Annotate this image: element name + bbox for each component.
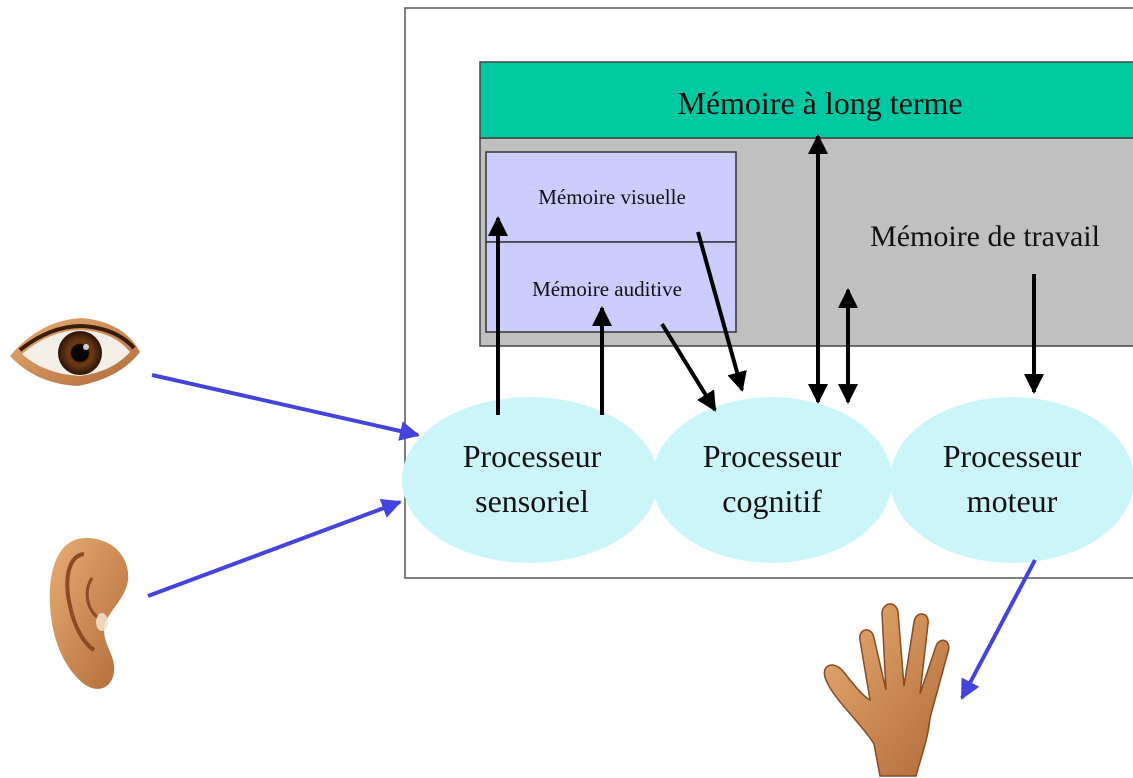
cognitive-processor <box>652 397 892 563</box>
long-term-memory-box <box>479 61 1133 139</box>
motor-processor-line2: moteur <box>967 483 1058 519</box>
motor-processor <box>890 397 1133 563</box>
auditory-memory-label: Mémoire auditive <box>532 277 682 301</box>
arrow-ear-to-sensory <box>147 498 402 598</box>
arrow-eye-to-sensory <box>151 373 420 441</box>
cognitive-processor-line1: Processeur <box>703 438 842 474</box>
arrow-visual-to-cognitive <box>696 231 747 392</box>
sensory-processor-line2: sensoriel <box>475 483 589 519</box>
arrow-motor-to-hand <box>960 559 1037 700</box>
flow-arrows <box>488 134 1044 415</box>
io-arrows <box>147 373 1037 700</box>
hand-icon <box>823 603 950 777</box>
motor-processor-line1: Processeur <box>943 438 1082 474</box>
ear-icon <box>49 538 129 689</box>
visual-memory-box <box>485 151 737 243</box>
arrow-auditory-to-cognitive <box>660 322 717 412</box>
visual-memory-label: Mémoire visuelle <box>538 185 686 209</box>
long-term-memory-label: Mémoire à long terme <box>677 85 962 121</box>
eye-icon <box>10 318 140 386</box>
sensory-processor <box>402 397 658 563</box>
working-memory-label: Mémoire de travail <box>870 220 1100 253</box>
sensory-processor-line1: Processeur <box>463 438 602 474</box>
cognitive-processor-line2: cognitif <box>722 483 822 519</box>
